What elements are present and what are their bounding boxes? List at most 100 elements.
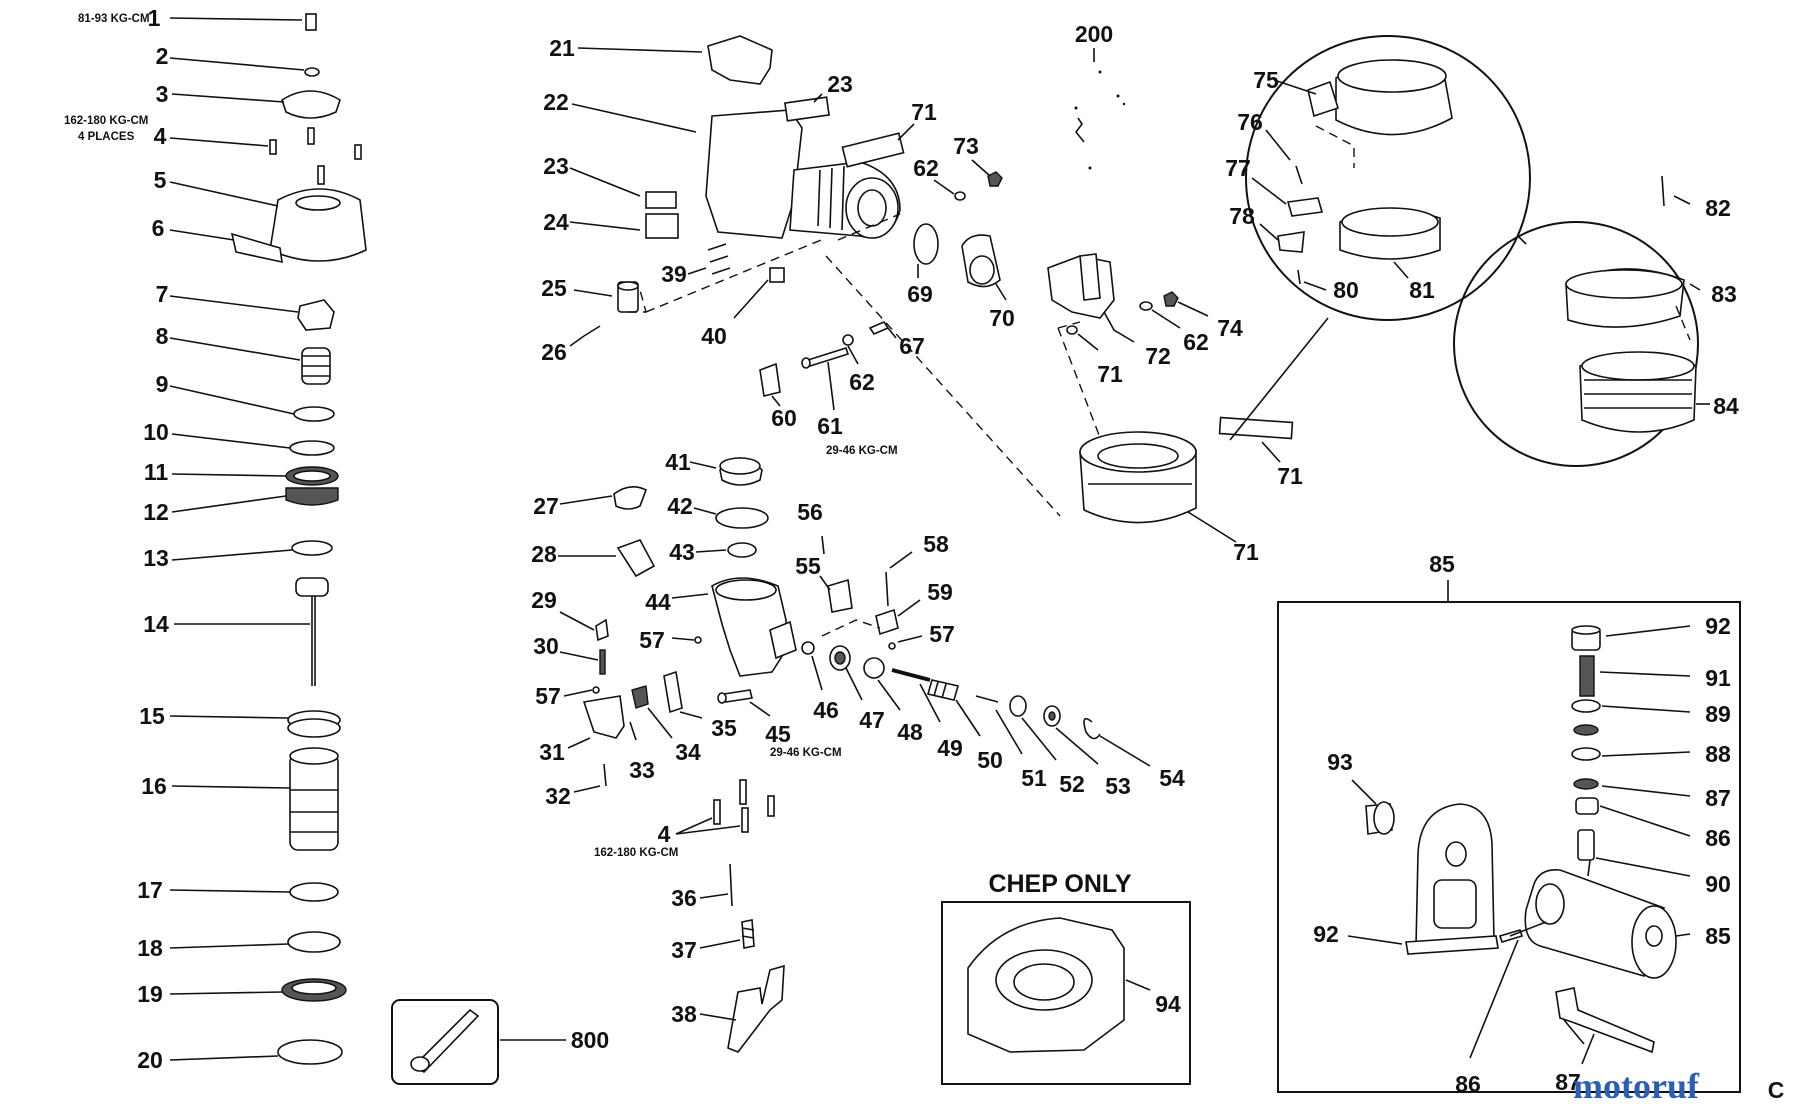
- callout-86: 87: [1705, 785, 1731, 811]
- callout-72: 75: [1253, 67, 1279, 93]
- callout-4-lower: 4: [658, 821, 671, 847]
- callout-92: 92: [1313, 921, 1339, 947]
- callout-58: 58: [923, 531, 949, 557]
- callout-20: 20: [137, 1047, 163, 1073]
- part-200-group: 200: [1074, 21, 1126, 170]
- box-81-group: 85 92 91 89 88 87 86 90: [1277, 551, 1741, 1097]
- magazine-parts: 71 72 62 74 71 71: [1047, 253, 1303, 565]
- callout-61: 61: [817, 413, 843, 439]
- callout-26: 26: [541, 339, 567, 365]
- callout-14: 14: [143, 611, 169, 637]
- callout-73: 76: [1237, 109, 1263, 135]
- torque-note-45: 29-46 KG-CM: [770, 747, 842, 759]
- callout-21: 21: [549, 35, 575, 61]
- callout-3: 3: [156, 81, 169, 107]
- callout-23-top: 23: [827, 71, 853, 97]
- part-800-group: 800: [391, 999, 609, 1085]
- callout-1: 1: [148, 5, 161, 31]
- callout-200: 200: [1075, 21, 1113, 47]
- callout-12: 12: [143, 499, 169, 525]
- callout-22: 22: [543, 89, 569, 115]
- callout-49: 49: [937, 735, 963, 761]
- callout-75: 78: [1229, 203, 1255, 229]
- callout-9: 9: [156, 371, 169, 397]
- callout-84: 85: [1705, 923, 1731, 949]
- callout-6: 6: [152, 215, 165, 241]
- callout-36: 36: [671, 885, 697, 911]
- callout-31: 31: [539, 739, 565, 765]
- watermark-text: motoruf: [1573, 1066, 1700, 1106]
- callout-17: 17: [137, 877, 163, 903]
- callout-56: 56: [797, 499, 823, 525]
- callout-91: 92: [1705, 613, 1731, 639]
- callout-2: 2: [156, 43, 169, 69]
- chep-only-label: CHEP ONLY: [988, 870, 1131, 898]
- callout-41: 41: [665, 449, 691, 475]
- callout-38: 38: [671, 1001, 697, 1027]
- callout-60: 60: [771, 405, 797, 431]
- callout-16: 16: [141, 773, 167, 799]
- callout-45: 45: [765, 721, 791, 747]
- callout-54: 54: [1159, 765, 1185, 791]
- callout-48: 48: [897, 719, 923, 745]
- callout-65: 70: [989, 305, 1015, 331]
- callout-80: 84: [1713, 393, 1739, 419]
- callout-29: 29: [531, 587, 557, 613]
- callout-81: 85: [1429, 551, 1455, 577]
- trigger-mechanism-parts: 41 42 43 44 27 28 29 30 57: [531, 449, 1185, 1053]
- detail-circle-2: 82 83 84: [1453, 175, 1739, 467]
- callout-37: 37: [671, 937, 697, 963]
- callout-57-mid: 57: [639, 627, 665, 653]
- callout-32: 32: [545, 783, 571, 809]
- callout-66: 71: [911, 99, 937, 125]
- callout-93: 93: [1327, 749, 1353, 775]
- callout-8: 8: [156, 323, 169, 349]
- callout-4: 4: [154, 123, 167, 149]
- callout-13: 13: [143, 545, 169, 571]
- callout-42: 42: [667, 493, 693, 519]
- chep-only-group: CHEP ONLY 94: [941, 870, 1191, 1085]
- torque-note-61: 29-46 KG-CM: [826, 445, 898, 457]
- callout-62-right: 62: [1183, 329, 1209, 355]
- callout-94: 94: [1155, 991, 1181, 1017]
- callout-62-mid: 62: [849, 369, 875, 395]
- callout-59: 59: [927, 579, 953, 605]
- torque-note-81-93: 81-93 KG-CM: [78, 13, 150, 25]
- callout-89: 90: [1705, 871, 1731, 897]
- callout-77: 81: [1409, 277, 1435, 303]
- callout-74: 77: [1225, 155, 1251, 181]
- callout-15: 15: [139, 703, 165, 729]
- callout-46: 46: [813, 697, 839, 723]
- callout-47: 47: [859, 707, 885, 733]
- callout-53: 53: [1105, 773, 1131, 799]
- callout-82: 86: [1455, 1071, 1481, 1097]
- callout-27: 27: [533, 493, 559, 519]
- callout-19: 19: [137, 981, 163, 1007]
- callout-83: 87: [1555, 1069, 1581, 1095]
- callout-25: 25: [541, 275, 567, 301]
- corner-mark: C: [1768, 1077, 1785, 1103]
- callout-57-right: 57: [929, 621, 955, 647]
- callout-69: 71: [1097, 361, 1123, 387]
- callout-90: 91: [1705, 665, 1731, 691]
- callout-52: 52: [1059, 771, 1085, 797]
- callout-78: 82: [1705, 195, 1731, 221]
- callout-30: 30: [533, 633, 559, 659]
- callout-43: 43: [669, 539, 695, 565]
- callout-79: 83: [1711, 281, 1737, 307]
- callout-71-top: 73: [953, 133, 979, 159]
- callout-71-right: 74: [1217, 315, 1243, 341]
- torque-note-4-places: 4 PLACES: [78, 131, 135, 143]
- callout-5: 5: [154, 167, 167, 193]
- callout-44: 44: [645, 589, 671, 615]
- callout-24: 24: [543, 209, 569, 235]
- callout-7: 7: [156, 281, 169, 307]
- callout-55: 55: [795, 553, 821, 579]
- callout-63: 67: [899, 333, 925, 359]
- callout-57-left: 57: [535, 683, 561, 709]
- callout-64: 69: [907, 281, 933, 307]
- callout-800: 800: [571, 1027, 609, 1053]
- callout-10: 10: [143, 419, 169, 445]
- detail-circle-1: 75 76 77 78 80 81: [1225, 35, 1531, 441]
